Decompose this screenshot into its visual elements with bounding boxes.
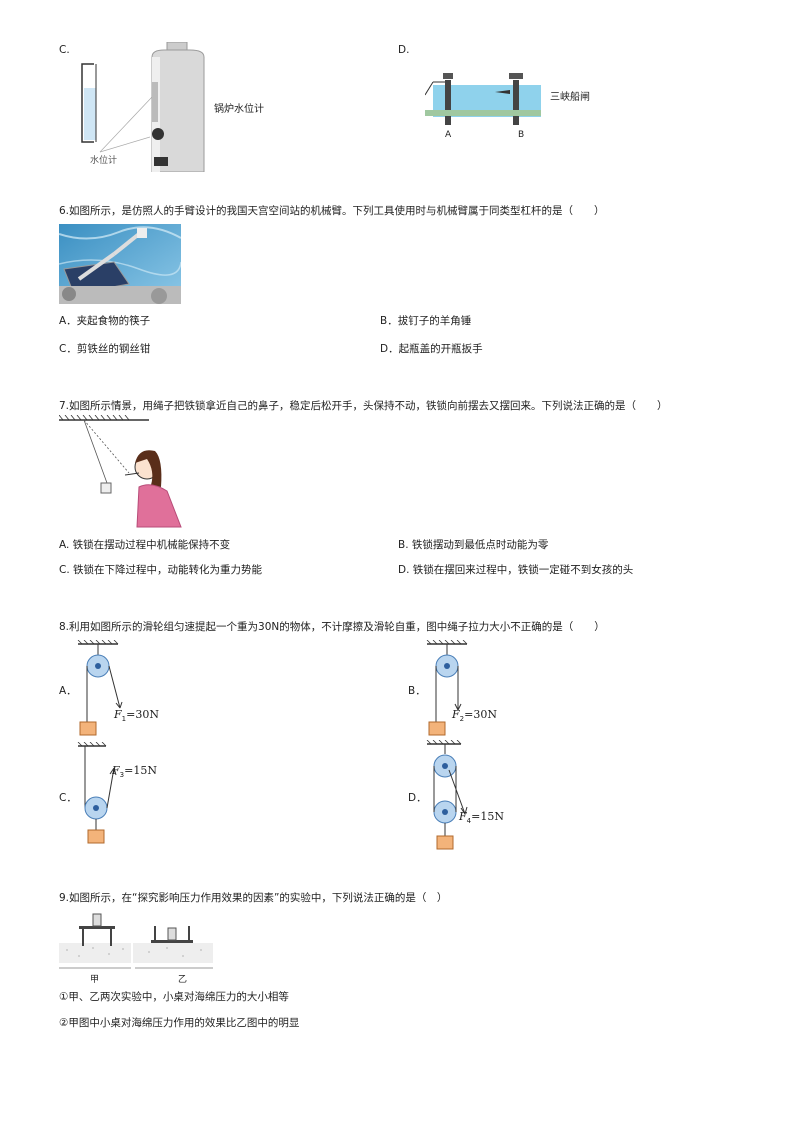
q7-option-a[interactable]: A. 铁锁在摆动过程中机械能保持不变	[59, 539, 231, 551]
q8-force-d: F4=15N	[459, 810, 504, 826]
space-station-arm-image	[59, 224, 181, 304]
q9-statement-2: ②甲图中小桌对海绵压力作用的效果比乙图中的明显	[59, 1017, 300, 1029]
lock-gate-b: B	[518, 130, 525, 140]
lock-gate-a: A	[445, 130, 452, 140]
q9-label-yi: 乙	[178, 975, 188, 985]
water-gauge-small-label: 水位计	[90, 156, 118, 166]
q9-stem: 9.如图所示，在“探究影响压力作用效果的因素”的实验中，下列说法正确的是（ ）	[59, 892, 448, 904]
pulley-figure-a	[77, 640, 123, 736]
q6-option-a[interactable]: A．夹起食物的筷子	[59, 315, 151, 327]
q6-option-d[interactable]: D．起瓶盖的开瓶扳手	[380, 343, 483, 355]
pulley-figure-b	[426, 640, 468, 736]
iron-lock-pendulum-figure	[59, 415, 182, 528]
q8-force-a: F1=30N	[114, 708, 159, 724]
q8-stem: 8.利用如图所示的滑轮组匀速提起一个重为30N的物体，不计摩擦及滑轮自重，图中绳…	[59, 621, 605, 633]
q8-label-c[interactable]: C．	[59, 792, 77, 804]
pulley-figure-d	[426, 740, 468, 850]
boiler-water-gauge-figure	[81, 42, 205, 172]
q8-label-b[interactable]: B．	[408, 685, 426, 697]
option-d-label: D.	[398, 44, 410, 56]
q9-statement-1: ①甲、乙两次实验中，小桌对海绵压力的大小相等	[59, 991, 289, 1003]
q6-option-c[interactable]: C．剪铁丝的钢丝钳	[59, 343, 151, 355]
q9-label-jia: 甲	[90, 975, 100, 985]
option-d-caption: 三峡船闸	[550, 92, 590, 103]
q6-stem: 6.如图所示，是仿照人的手臂设计的我国天宫空间站的机械臂。下列工具使用时与机械臂…	[59, 205, 605, 217]
ship-lock-figure	[425, 73, 541, 125]
q8-label-a[interactable]: A．	[59, 685, 77, 697]
q7-option-c[interactable]: C. 铁锁在下降过程中，动能转化为重力势能	[59, 564, 263, 576]
pulley-figure-c	[77, 742, 117, 844]
q6-option-b[interactable]: B．拔钉子的羊角锤	[380, 315, 472, 327]
q8-force-b: F2=30N	[452, 708, 497, 724]
pressure-experiment-figure	[59, 913, 213, 969]
q7-option-b[interactable]: B. 铁锁摆动到最低点时动能为零	[398, 539, 549, 551]
q8-label-d[interactable]: D．	[408, 792, 427, 804]
q8-force-c: F3=15N	[112, 764, 157, 780]
q7-stem: 7.如图所示情景，用绳子把铁锁拿近自己的鼻子，稳定后松开手，头保持不动，铁锁向前…	[59, 400, 668, 412]
q7-option-d[interactable]: D. 铁锁在摆回来过程中，铁锁一定碰不到女孩的头	[398, 564, 634, 576]
option-c-caption: 锅炉水位计	[214, 104, 264, 115]
option-c-label: C.	[59, 44, 70, 56]
